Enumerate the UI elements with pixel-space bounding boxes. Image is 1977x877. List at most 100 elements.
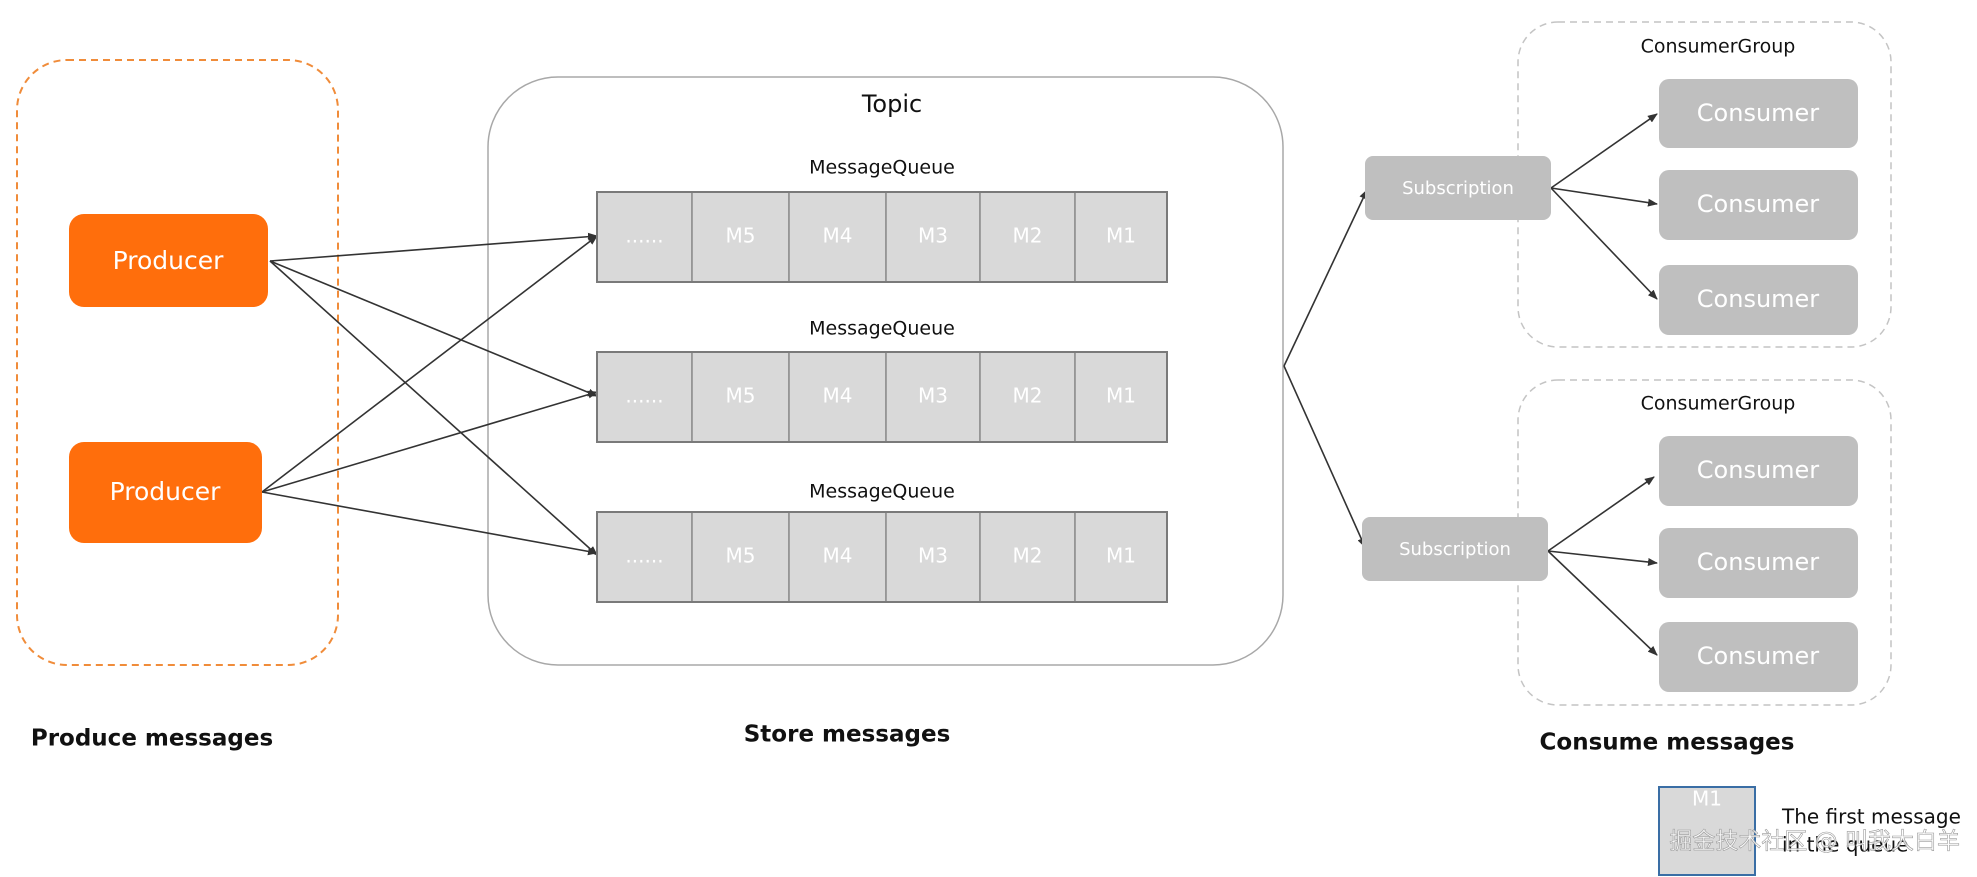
- queue-2-outline: [596, 351, 1168, 443]
- queue-1-cell-label-5: M2: [1013, 224, 1043, 248]
- arrow-sub2-c3: [1547, 550, 1658, 656]
- queue-3-cell-2: [691, 511, 790, 603]
- arrow-p1-q1: [269, 232, 598, 262]
- arrow-topic-sub1: [1283, 189, 1368, 367]
- queue-1-cell-label-6: M1: [1106, 224, 1136, 248]
- queue-3-cell-label-3: M4: [823, 544, 853, 568]
- arrow-p2-q1: [261, 235, 598, 493]
- consumer-arrows: [1547, 113, 1658, 656]
- arrow-p1-q3: [269, 260, 598, 556]
- consumer-group-label-1: ConsumerGroup: [1641, 36, 1796, 58]
- queue-2-cell-label-1: ......: [625, 384, 663, 408]
- subscription-label-2: Subscription: [1399, 539, 1511, 560]
- producer-node-1: Producer: [69, 214, 268, 307]
- consumer-box-2-2: [1659, 528, 1858, 598]
- consumer-box-2-1: [1659, 436, 1858, 506]
- consumer-box-1-3: [1659, 265, 1858, 335]
- message-queue-label-2: MessageQueue: [809, 318, 955, 340]
- producer-box-2: [69, 442, 262, 543]
- producer-node-2: Producer: [69, 442, 262, 543]
- consumer-label-1-3: Consumer: [1697, 285, 1820, 313]
- consume-caption: Consume messages: [1540, 730, 1795, 756]
- consumer-node-2-3: Consumer: [1659, 622, 1858, 692]
- queue-1-cell-6: [1074, 191, 1168, 283]
- producer-label-2: Producer: [110, 477, 222, 506]
- queue-2-cell-6: [1074, 351, 1168, 443]
- queue-2-cell-label-5: M2: [1013, 384, 1043, 408]
- consumer-box-2-3: [1659, 622, 1858, 692]
- producer-group-frame: [16, 59, 339, 666]
- arrow-sub2-c1: [1547, 476, 1655, 552]
- arrow-sub1-c1: [1550, 113, 1658, 189]
- subscription-node-2: Subscription: [1362, 517, 1548, 581]
- consumer-group-label-2: ConsumerGroup: [1641, 393, 1796, 415]
- queue-3-cell-5: [979, 511, 1076, 603]
- consumer-node-1-2: Consumer: [1659, 170, 1858, 240]
- arrow-p2-q2: [261, 390, 598, 493]
- producer-arrows: [261, 232, 598, 556]
- queue-1-cell-label-1: ......: [625, 224, 663, 248]
- queue-2-cell-label-3: M4: [823, 384, 853, 408]
- topic-title: Topic: [861, 90, 922, 118]
- arrow-sub2-c2: [1547, 550, 1658, 566]
- consumer-label-2-2: Consumer: [1697, 548, 1820, 576]
- queue-1-cell-label-3: M4: [823, 224, 853, 248]
- arrow-p2-q3: [261, 491, 598, 556]
- consumer-label-2-1: Consumer: [1697, 456, 1820, 484]
- legend-text-line2: in the queue: [1782, 833, 1908, 857]
- message-queue-label-3: MessageQueue: [809, 481, 955, 503]
- subscription-arrows: [1283, 189, 1368, 548]
- subscription-label-1: Subscription: [1402, 178, 1514, 199]
- arrow-sub1-c2: [1550, 187, 1658, 207]
- subscription-box-2: [1362, 517, 1548, 581]
- legend-cell: [1658, 786, 1756, 876]
- consumer-label-2-3: Consumer: [1697, 642, 1820, 670]
- queue-2-cell-2: [691, 351, 790, 443]
- queue-1-outline: [596, 191, 1168, 283]
- subscription-node-1: Subscription: [1365, 156, 1551, 220]
- queue-3-cell-3: [788, 511, 887, 603]
- consumer-label-1-2: Consumer: [1697, 190, 1820, 218]
- consumer-box-1-1: [1659, 79, 1858, 148]
- producer-box-1: [69, 214, 268, 307]
- queue-3-cell-label-5: M2: [1013, 544, 1043, 568]
- queue-2-cell-label-2: M5: [726, 384, 756, 408]
- store-caption: Store messages: [744, 722, 951, 748]
- consumer-label-1-1: Consumer: [1697, 99, 1820, 127]
- queue-3-outline: [596, 511, 1168, 603]
- produce-caption: Produce messages: [31, 726, 273, 752]
- queue-1-cell-2: [691, 191, 790, 283]
- queue-3-cell-4: [885, 511, 981, 603]
- legend: M1 The first message in the queue: [1658, 786, 1961, 876]
- queue-1-cell-label-4: M3: [918, 224, 948, 248]
- queue-2-cell-label-6: M1: [1106, 384, 1136, 408]
- topic-frame: [487, 76, 1284, 666]
- message-queue-label-1: MessageQueue: [809, 157, 955, 179]
- queue-1-cell-5: [979, 191, 1076, 283]
- producer-label-1: Producer: [113, 246, 225, 275]
- watermark: 掘金技术社区 @ 叫我大白羊: [1669, 829, 1960, 855]
- queue-3-cell-label-1: ......: [625, 544, 663, 568]
- legend-cell-label: M1: [1692, 787, 1722, 811]
- consumer-node-1-3: Consumer: [1659, 265, 1858, 335]
- arrow-p1-q2: [269, 260, 598, 397]
- queue-3-cell-label-6: M1: [1106, 544, 1136, 568]
- queue-3-cell-6: [1074, 511, 1168, 603]
- arrow-topic-sub2: [1283, 365, 1366, 548]
- queue-1-cell-label-2: M5: [726, 224, 756, 248]
- subscription-box-1: [1365, 156, 1551, 220]
- consumer-node-2-2: Consumer: [1659, 528, 1858, 598]
- queue-3-cell-label-4: M3: [918, 544, 948, 568]
- queue-1-cell-3: [788, 191, 887, 283]
- queue-2-cell-label-4: M3: [918, 384, 948, 408]
- consumer-box-1-2: [1659, 170, 1858, 240]
- arrow-sub1-c3: [1550, 187, 1658, 300]
- queue-3-cell-label-2: M5: [726, 544, 756, 568]
- legend-text-line1: The first message: [1781, 805, 1961, 829]
- consumer-node-1-1: Consumer: [1659, 79, 1858, 148]
- consumer-node-2-1: Consumer: [1659, 436, 1858, 506]
- queue-2-cell-5: [979, 351, 1076, 443]
